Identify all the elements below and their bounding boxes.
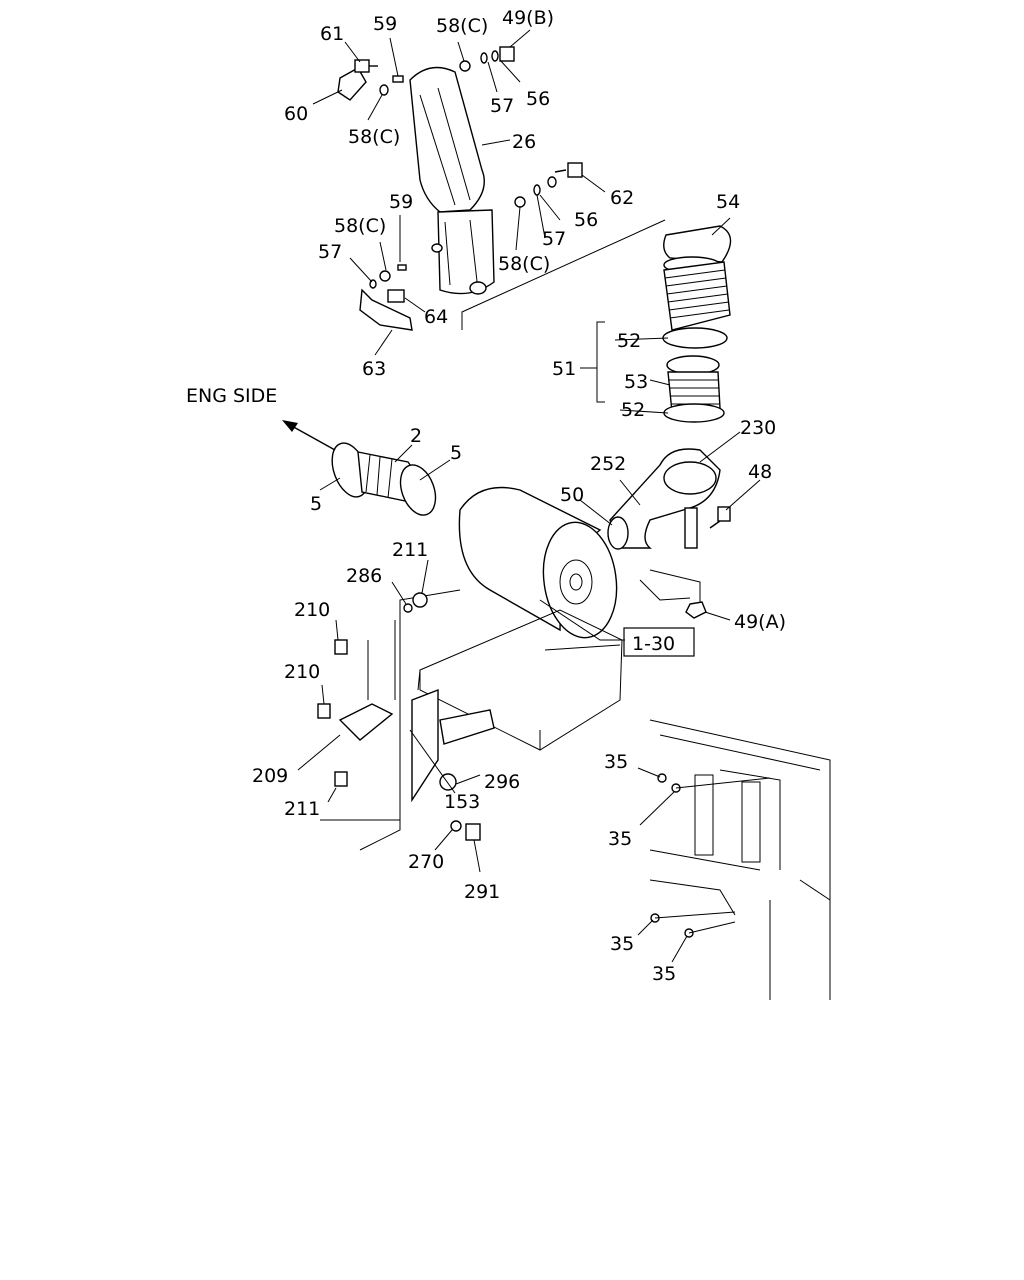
callout-63: 63 bbox=[362, 358, 386, 380]
part-callouts: 61 59 58(C) 49(B) 60 58(C) 57 56 26 62 5… bbox=[252, 7, 786, 985]
eng-side-label: ENG SIDE bbox=[186, 385, 277, 407]
callout-210-top: 210 bbox=[294, 599, 330, 621]
top-fasteners bbox=[337, 46, 583, 331]
leader-bracket-54-64 bbox=[461, 219, 666, 330]
cab-panel bbox=[649, 719, 831, 1000]
elbow-outlet-part-252 bbox=[607, 448, 721, 550]
callout-60: 60 bbox=[284, 103, 308, 125]
callout-252: 252 bbox=[590, 453, 626, 475]
connector-hose-part-2 bbox=[331, 442, 437, 516]
callout-58c-right: 58(C) bbox=[498, 253, 550, 275]
intake-duct-part-26 bbox=[409, 66, 495, 295]
callout-49a: 49(A) bbox=[734, 611, 786, 633]
callout-291: 291 bbox=[464, 881, 500, 903]
bolt-48-and-nut-49a bbox=[639, 506, 731, 619]
callout-270: 270 bbox=[408, 851, 444, 873]
callout-58c-mid: 58(C) bbox=[334, 215, 386, 237]
callout-61: 61 bbox=[320, 23, 344, 45]
callout-57-mid: 57 bbox=[542, 228, 566, 250]
callout-286: 286 bbox=[346, 565, 382, 587]
callout-35-a: 35 bbox=[604, 751, 628, 773]
callout-210-mid: 210 bbox=[284, 661, 320, 683]
callout-54: 54 bbox=[716, 191, 740, 213]
callout-59-mid: 59 bbox=[389, 191, 413, 213]
callout-1-30: 1-30 bbox=[632, 633, 675, 655]
callout-62: 62 bbox=[610, 187, 634, 209]
bellows-part-52 bbox=[663, 261, 731, 331]
callout-5-left: 5 bbox=[310, 493, 322, 515]
callout-59-top: 59 bbox=[373, 13, 397, 35]
callout-35-b: 35 bbox=[608, 828, 632, 850]
mounting-bracket bbox=[317, 589, 623, 851]
callout-49b: 49(B) bbox=[502, 7, 554, 29]
callout-230: 230 bbox=[740, 417, 776, 439]
callout-53: 53 bbox=[624, 371, 648, 393]
callout-56-mid: 56 bbox=[574, 209, 598, 231]
callout-51: 51 bbox=[552, 358, 576, 380]
callout-58c-top: 58(C) bbox=[436, 15, 488, 37]
callout-35-c: 35 bbox=[610, 933, 634, 955]
callout-48: 48 bbox=[748, 461, 772, 483]
leader-lines bbox=[297, 29, 761, 963]
hose-assembly-part-51 bbox=[662, 225, 732, 423]
callout-153: 153 bbox=[444, 791, 480, 813]
callout-57-top: 57 bbox=[490, 95, 514, 117]
callout-5-right: 5 bbox=[450, 442, 462, 464]
callout-211-top: 211 bbox=[392, 539, 428, 561]
callout-52-upper: 52 bbox=[617, 330, 641, 352]
callout-58c-left: 58(C) bbox=[348, 126, 400, 148]
callout-35-d: 35 bbox=[652, 963, 676, 985]
callout-209: 209 bbox=[252, 765, 288, 787]
callout-26: 26 bbox=[512, 131, 536, 153]
callout-64: 64 bbox=[424, 306, 448, 328]
callout-52-lower: 52 bbox=[621, 399, 645, 421]
air-cleaner-part-1-30 bbox=[458, 486, 618, 639]
callout-1-30-box bbox=[623, 627, 695, 657]
callout-296: 296 bbox=[484, 771, 520, 793]
callout-211-bottom: 211 bbox=[284, 798, 320, 820]
eng-side-arrow bbox=[282, 420, 336, 451]
callout-56-top: 56 bbox=[526, 88, 550, 110]
callout-50: 50 bbox=[560, 484, 584, 506]
callout-2: 2 bbox=[410, 425, 422, 447]
callout-57-left: 57 bbox=[318, 241, 342, 263]
